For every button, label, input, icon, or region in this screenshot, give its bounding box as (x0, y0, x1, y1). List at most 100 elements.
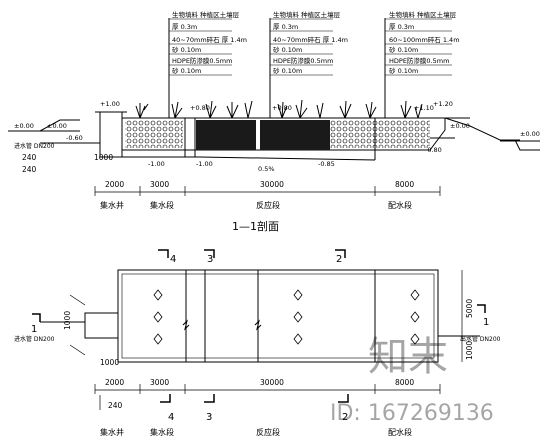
section-marker-label: 3 (206, 412, 212, 423)
section-marker-label: 4 (170, 254, 176, 265)
section-title: 1—1剖面 (232, 219, 279, 233)
elevation-label: -1.00 (196, 160, 213, 168)
wetland-body (121, 117, 446, 151)
section-marker-label: 2 (342, 412, 348, 423)
plan-inner-wall (121, 273, 435, 359)
annotation-line: 40~70mm碎石 厚 1.4m (273, 35, 348, 44)
section-marker-label: 1 (483, 317, 489, 328)
annotation-line: 40~70mm碎石 厚 1.4m (172, 35, 247, 44)
plan-collection-well (84, 312, 119, 339)
annotation-line: 砂 0.10m (273, 66, 302, 75)
break-mark (254, 319, 262, 331)
elevation-label: ±0.00 (14, 122, 34, 130)
plan-flow-arrows (153, 289, 420, 345)
dim-label: 240 (108, 401, 123, 410)
zone-name: 反应段 (256, 200, 280, 210)
elevation-label: +0.80 (190, 104, 210, 112)
dim-segment: 8000 (395, 378, 414, 387)
elevation-label: -0.85 (318, 160, 335, 168)
elevation-label: -1.00 (148, 160, 165, 168)
section-marker-label: 2 (336, 254, 342, 265)
elevation-labels: ±0.00 ±0.00 -0.60 +1.00 +0.80 +0.80 +1.1… (14, 100, 540, 173)
annotation-line: 厚 0.3m (172, 23, 197, 31)
zone-name: 配水段 (388, 427, 412, 437)
annotation-line: 60~100mm碎石 1.4m (389, 35, 460, 44)
annotation-line: HDPE防渗膜0.5mm (172, 56, 232, 65)
zone-names-plan: 集水井 集水段 反应段 配水段 (100, 427, 412, 437)
elevation-label: ±0.00 (47, 122, 67, 130)
dim-label: 1000 (465, 341, 474, 360)
dim-label: 1000 (94, 153, 113, 162)
inlet-pipe-label: 进水管 DN200 (14, 142, 55, 150)
zone-name: 集水井 (100, 427, 124, 437)
elevation-label: ±0.00 (520, 130, 540, 138)
bottom-reaction (199, 156, 376, 161)
wetland-plants (135, 99, 423, 119)
inlet-pipe-label-plan: 进水管 DN200 (14, 335, 55, 343)
dim-label: 240 (22, 153, 37, 162)
dim-label: 240 (22, 165, 37, 174)
zone-names-top: 集水井 集水段 反应段 配水段 (100, 200, 412, 210)
collection-well (99, 111, 123, 158)
annotation-line: 砂 0.10m (389, 66, 418, 75)
right-ditch (514, 139, 540, 151)
dense-fill-2 (260, 120, 330, 150)
dim-segment: 30000 (260, 378, 284, 387)
left-slope (39, 119, 80, 132)
annotation-line: 生物填料 种植区土壤层 (172, 10, 240, 19)
slope-label: 0.5% (258, 165, 275, 173)
gravel-fill-right (330, 120, 430, 148)
elevation-label: +1.10 (414, 104, 434, 112)
gravel-fill-left (125, 120, 183, 148)
watermark-logo: 知末 (368, 334, 448, 380)
annotation-line: 砂 0.10m (389, 45, 418, 54)
outlet-pipe-label-plan: 出水管 DN200 (460, 335, 501, 343)
zone-name: 反应段 (256, 427, 280, 437)
zone-name: 集水段 (150, 200, 174, 210)
watermark-id: ID: 167269136 (330, 401, 494, 426)
dim-segment: 2000 (105, 180, 124, 189)
section-markers: 4 3 2 1 1 4 3 2 (31, 249, 489, 423)
dim-segment: 3000 (150, 180, 169, 189)
annotation-line: HDPE防渗膜0.5mm (273, 56, 333, 65)
annotation-line: 生物填料 种植区土壤层 (273, 10, 341, 19)
break-mark (182, 319, 190, 331)
dim-segment: 30000 (260, 180, 284, 189)
section-view (8, 18, 540, 161)
elevation-label: +0.80 (272, 104, 292, 112)
dense-fill-1 (196, 120, 256, 150)
annotation-line: 砂 0.10m (273, 45, 302, 54)
annotation-line: HDPE防渗膜0.5mm (389, 56, 449, 65)
elevation-label: +1.20 (433, 100, 453, 108)
elevation-label: -0.80 (425, 146, 442, 154)
right-slope (444, 117, 520, 141)
plan-dims: 1000 1000 5000 1000 2000 3000 30000 8000… (63, 270, 474, 410)
section-marker-label: 4 (168, 412, 174, 423)
dim-segment: 3000 (150, 378, 169, 387)
annotation-block-1: 生物填料 种植区土壤层 厚 0.3m 40~70mm碎石 厚 1.4m 砂 0.… (169, 10, 247, 76)
elevation-label: -0.60 (66, 134, 83, 142)
section-marker-label: 1 (31, 324, 37, 335)
dim-segment: 8000 (395, 180, 414, 189)
elevation-label: +1.00 (100, 100, 120, 108)
dim-label: 1000 (63, 311, 72, 330)
watermark: 知末 ID: 167269136 (330, 334, 494, 426)
elevation-label: ±0.00 (450, 122, 470, 130)
section-marker-label: 3 (207, 254, 213, 265)
annotation-block-3: 生物填料 种植区土壤层 厚 0.3m 60~100mm碎石 1.4m 砂 0.1… (385, 10, 460, 76)
zone-name: 配水段 (388, 200, 412, 210)
dim-label: 1000 (100, 358, 119, 367)
annotation-line: 厚 0.3m (389, 23, 414, 31)
annotation-line: 生物填料 种植区土壤层 (389, 10, 457, 19)
annotation-line: 砂 0.10m (172, 45, 201, 54)
plan-view (40, 269, 480, 363)
zone-name: 集水段 (150, 427, 174, 437)
annotation-block-2: 生物填料 种植区土壤层 厚 0.3m 40~70mm碎石 厚 1.4m 砂 0.… (270, 10, 348, 76)
dims-top: 240 1000 240 2000 3000 30000 8000 (22, 153, 441, 196)
annotation-line: 厚 0.3m (273, 23, 298, 31)
zone-name: 集水井 (100, 200, 124, 210)
annotation-line: 砂 0.10m (172, 66, 201, 75)
dim-segment: 2000 (105, 378, 124, 387)
dim-label: 5000 (465, 299, 474, 318)
